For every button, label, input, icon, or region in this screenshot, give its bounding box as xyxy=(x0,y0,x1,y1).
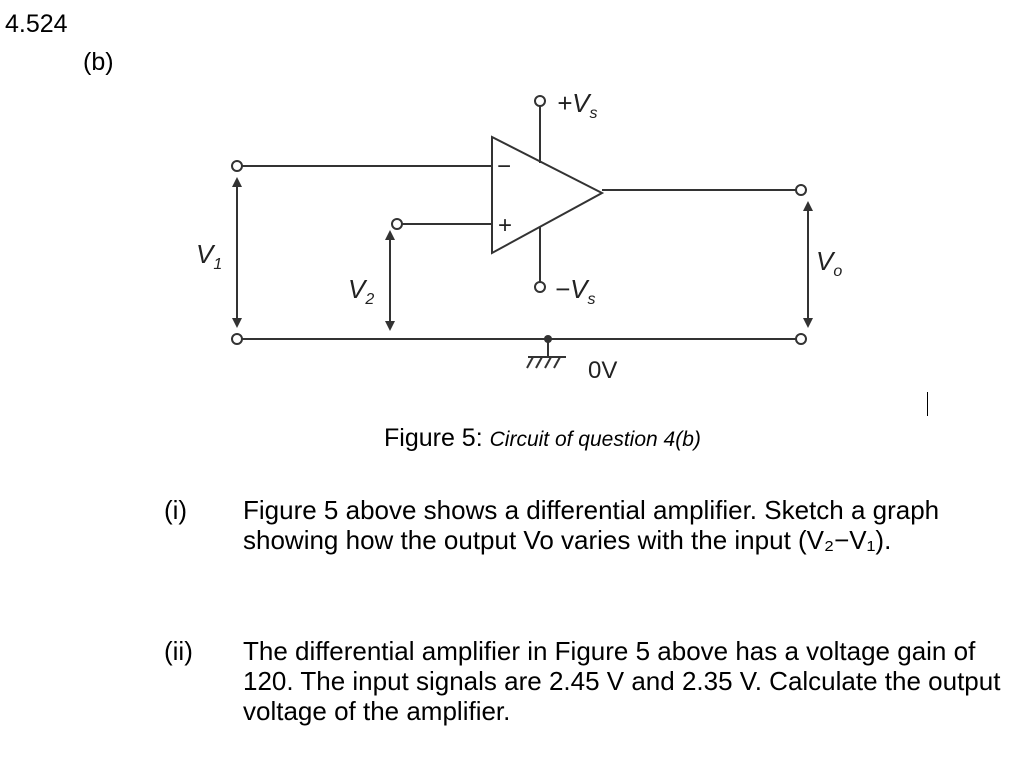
figure-number: Figure 5: xyxy=(384,424,483,452)
vo-label: Vo xyxy=(816,246,842,280)
text-cursor xyxy=(927,392,928,416)
negative-supply-label: −Vs xyxy=(555,274,596,308)
item-number-i: (i) xyxy=(164,495,188,525)
negative-supply-terminal xyxy=(534,281,546,293)
item-text-ii: The differential amplifier in Figure 5 a… xyxy=(243,636,1001,726)
v1-terminal-bottom xyxy=(231,333,243,345)
vo-terminal-top xyxy=(795,184,807,196)
part-label: (b) xyxy=(83,48,114,76)
ground-junction-dot xyxy=(544,335,552,343)
figure-description: Circuit of question 4(b) xyxy=(489,428,701,451)
item-text-i: Figure 5 above shows a differential ampl… xyxy=(243,495,940,555)
op-amp-triangle xyxy=(491,135,605,255)
v2-label: V2 xyxy=(348,274,374,308)
noninverting-input-sign: + xyxy=(498,212,512,239)
op-amp-circuit-diagram: − + +Vs −Vs V1 V2 Vo 0V xyxy=(196,88,842,384)
v1-terminal-top xyxy=(231,160,243,172)
figure-caption: Figure 5: Circuit of question 4(b) xyxy=(384,424,701,453)
positive-supply-terminal xyxy=(534,95,546,107)
vo-terminal-bottom xyxy=(795,333,807,345)
v2-terminal-top xyxy=(391,218,403,230)
item-number-ii: (ii) xyxy=(164,636,193,666)
question-number: 4.524 xyxy=(5,10,68,38)
inverting-input-sign: − xyxy=(497,153,511,180)
positive-supply-label: +Vs xyxy=(557,88,598,122)
v1-label: V1 xyxy=(196,239,222,273)
ground-label: 0V xyxy=(588,357,617,384)
